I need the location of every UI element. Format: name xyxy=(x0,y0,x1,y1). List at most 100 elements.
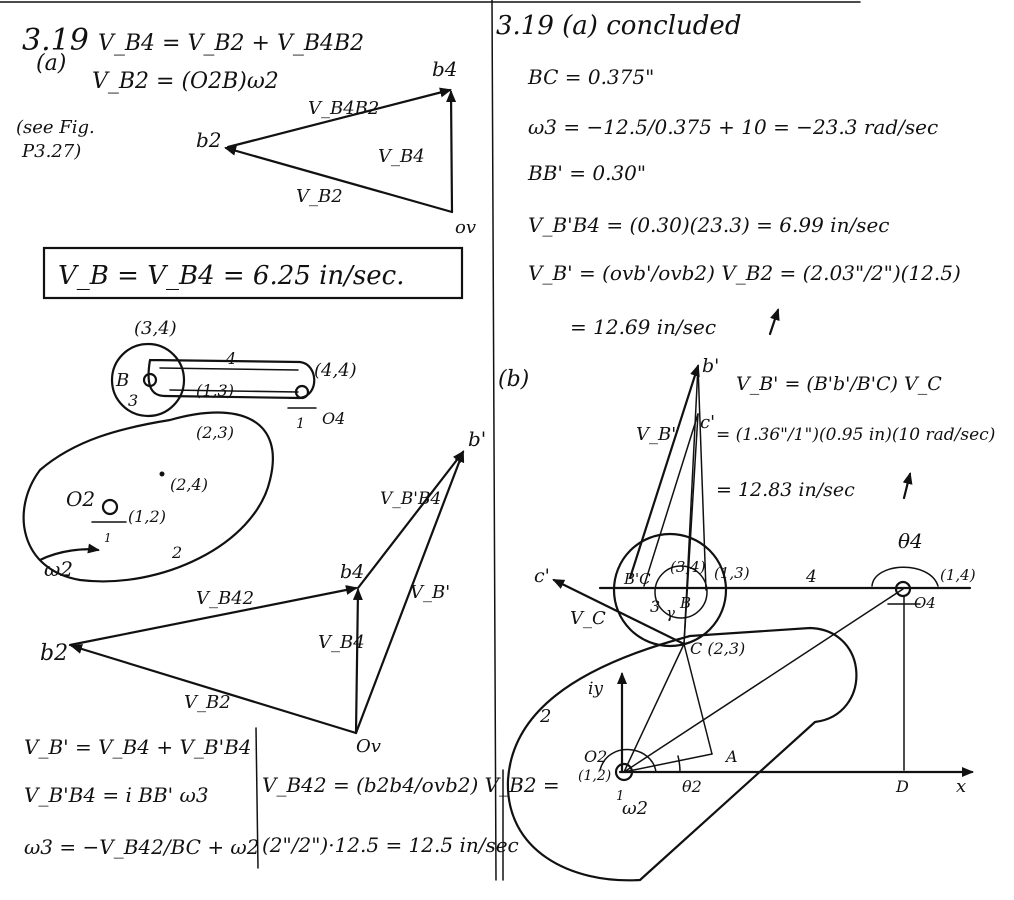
label-bprime-a: b' xyxy=(468,427,486,451)
line-disc-top xyxy=(697,365,707,591)
label-ov-top: ov xyxy=(455,217,476,238)
label-ground1b-a: 1 xyxy=(104,531,112,545)
label-A-b: A xyxy=(724,747,738,766)
label-bprime-b: b' xyxy=(702,355,719,377)
label-b2-a: b2 xyxy=(40,641,68,666)
part-b-eq1: V_B' = (B'b'/B'C) V_C xyxy=(736,373,942,395)
concluded-title: 3.19 (a) concluded xyxy=(496,11,741,41)
label-34-b: (3,4) xyxy=(670,558,706,576)
eq-left-1: V_B' = V_B4 + V_B'B4 xyxy=(24,735,252,759)
label-cprime-b: c' xyxy=(534,565,550,587)
label-omega2-a: ω2 xyxy=(44,557,73,581)
label-vb4-top: V_B4 xyxy=(378,146,425,167)
label-vb2-a: V_B2 xyxy=(184,692,231,713)
pin-o2 xyxy=(101,498,119,516)
pin-o4 xyxy=(294,384,310,400)
label-b4-top: b4 xyxy=(432,57,458,81)
vector-vb2-top xyxy=(224,145,454,214)
point-24 xyxy=(159,471,165,477)
theta2-arc xyxy=(677,755,681,773)
label-B-a: B xyxy=(115,370,129,391)
part-b-eq2: = (1.36"/1")(0.95 in)(10 rad/sec) xyxy=(716,425,995,445)
concluded-vbb4: V_B'B4 = (0.30)(23.3) = 6.99 in/sec xyxy=(528,213,889,237)
label-3-b: 3 xyxy=(650,597,660,616)
line-o2-a xyxy=(623,753,713,773)
label-4-a: 4 xyxy=(225,349,236,368)
theta4-arc xyxy=(871,566,939,587)
label-vc-b: V_C xyxy=(570,608,606,629)
label-44-a: (4,4) xyxy=(314,360,357,381)
pin-b xyxy=(142,372,158,388)
label-ground1-b: 1 xyxy=(616,789,624,804)
label-gamma-b: γ xyxy=(666,604,675,622)
label-14-b: (1,4) xyxy=(940,566,976,584)
arrow-vbprime-result xyxy=(768,308,780,336)
contact-circle-b xyxy=(654,565,708,619)
omega2-arc-b xyxy=(599,748,657,773)
label-vbprime-b: V_B' xyxy=(636,424,676,445)
label-3-a: 3 xyxy=(128,391,138,410)
label-bprimec-b: B'C xyxy=(623,570,651,588)
eq-left-2: V_B'B4 = i BB' ω3 xyxy=(24,783,209,807)
vector-vbprime-b xyxy=(628,364,700,580)
link3-disc xyxy=(110,342,186,418)
label-theta4-b: θ4 xyxy=(898,529,923,553)
poly-vbb4 xyxy=(356,450,465,590)
label-O4-b: O4 xyxy=(914,594,936,612)
label-13-b: (1,3) xyxy=(714,564,750,582)
label-O2-a: O2 xyxy=(66,487,95,511)
concluded-bb: BB' = 0.30" xyxy=(527,161,646,185)
vector-vb4-top xyxy=(446,90,457,214)
label-vb2-top: V_B2 xyxy=(296,186,343,207)
label-B-b: B xyxy=(679,594,691,612)
poly-vbprime xyxy=(354,450,465,735)
poly-vb42 xyxy=(68,585,358,647)
problem-number: 3.19 xyxy=(22,23,89,58)
label-vb4b2-top: V_B4B2 xyxy=(308,98,379,119)
eq-mid-2: (2"/2")·12.5 = 12.5 in/sec xyxy=(262,833,519,857)
link4-arm-inner xyxy=(159,367,299,393)
label-vb4-a: V_B4 xyxy=(318,632,365,653)
part-b-label: (b) xyxy=(498,367,529,392)
label-23-a: (2,3) xyxy=(196,423,234,442)
vb2-definition: V_B2 = (O2B)ω2 xyxy=(92,69,279,94)
concluded-vbprime: V_B' = (ovb'/ovb2) V_B2 = (2.03"/2")(12.… xyxy=(528,261,961,285)
eq-divider-left xyxy=(255,727,259,869)
label-omega2-b: ω2 xyxy=(622,798,648,819)
pin-o4-b xyxy=(894,580,912,598)
label-D-b: D xyxy=(895,777,909,796)
label-2-a: 2 xyxy=(171,543,182,562)
see-fig-1: (see Fig. xyxy=(16,117,95,138)
main-equation: V_B4 = V_B2 + V_B4B2 xyxy=(98,31,364,56)
label-2-b: 2 xyxy=(539,706,551,727)
link2-line-b xyxy=(623,588,904,773)
label-theta2-b: θ2 xyxy=(682,777,702,796)
label-x-b: x xyxy=(956,776,966,797)
eq-mid-1: V_B42 = (b2b4/ovb2) V_B2 = xyxy=(262,773,560,797)
line-c-a xyxy=(683,643,713,755)
label-cprime-top-b: c' xyxy=(700,412,715,433)
eq-left-3: ω3 = −V_B42/BC + ω2 xyxy=(24,835,259,859)
label-vbprime-a: V_B' xyxy=(410,582,450,603)
label-4-b: 4 xyxy=(805,567,817,587)
label-C23-b: C (2,3) xyxy=(690,639,745,658)
line-bprime-cprime xyxy=(643,413,699,587)
label-ground1-a: 1 xyxy=(296,416,305,432)
label-12-a: (1,2) xyxy=(128,507,166,526)
vector-vc-b xyxy=(552,578,686,646)
part-b-eq3: = 12.83 in/sec xyxy=(716,479,855,501)
label-O4-a: O4 xyxy=(322,409,345,428)
see-fig-2: P3.27) xyxy=(21,141,81,162)
concluded-omega3: ω3 = −12.5/0.375 + 10 = −23.3 rad/sec xyxy=(528,115,938,139)
link2-body-b xyxy=(506,626,858,882)
label-b4-a: b4 xyxy=(340,561,364,583)
result-box xyxy=(42,246,464,300)
column-divider xyxy=(491,0,497,881)
vector-vb4b2-top xyxy=(226,87,452,149)
omega2-arrow xyxy=(38,543,100,562)
link3-disc-b xyxy=(612,532,728,648)
pin-o2-b xyxy=(614,762,634,782)
result-text: V_B = V_B4 = 6.25 in/sec. xyxy=(58,261,404,291)
line-c-bprime xyxy=(683,365,699,645)
